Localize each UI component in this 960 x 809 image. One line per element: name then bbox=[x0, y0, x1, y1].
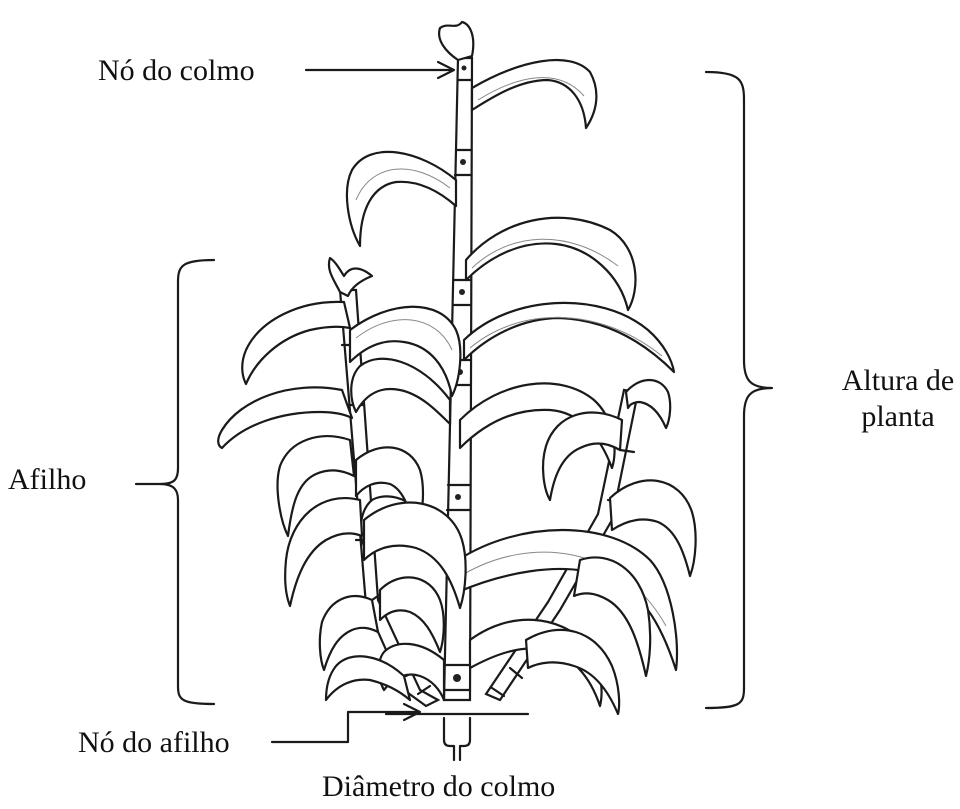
stem-node-label: Nó do colmo bbox=[98, 56, 255, 86]
top-leaf-tip bbox=[439, 22, 473, 60]
plant-height-label: Altura de planta bbox=[836, 366, 960, 432]
stem-diameter-label: Diâmetro do colmo bbox=[322, 772, 555, 802]
plant-height-label-line2: planta bbox=[836, 402, 960, 432]
tiller-node-label: Nó do afilho bbox=[78, 728, 230, 758]
tiller-node-arrow bbox=[272, 704, 420, 742]
stem-node-arrow bbox=[306, 62, 454, 78]
plant-height-bracket bbox=[706, 72, 772, 708]
plant-height-label-line1: Altura de bbox=[836, 366, 960, 396]
leaves-left-tiller bbox=[218, 258, 465, 700]
tiller-label: Afilho bbox=[8, 465, 86, 495]
stem-base-diameter-marker bbox=[444, 718, 470, 760]
tiller-bracket bbox=[136, 260, 214, 704]
